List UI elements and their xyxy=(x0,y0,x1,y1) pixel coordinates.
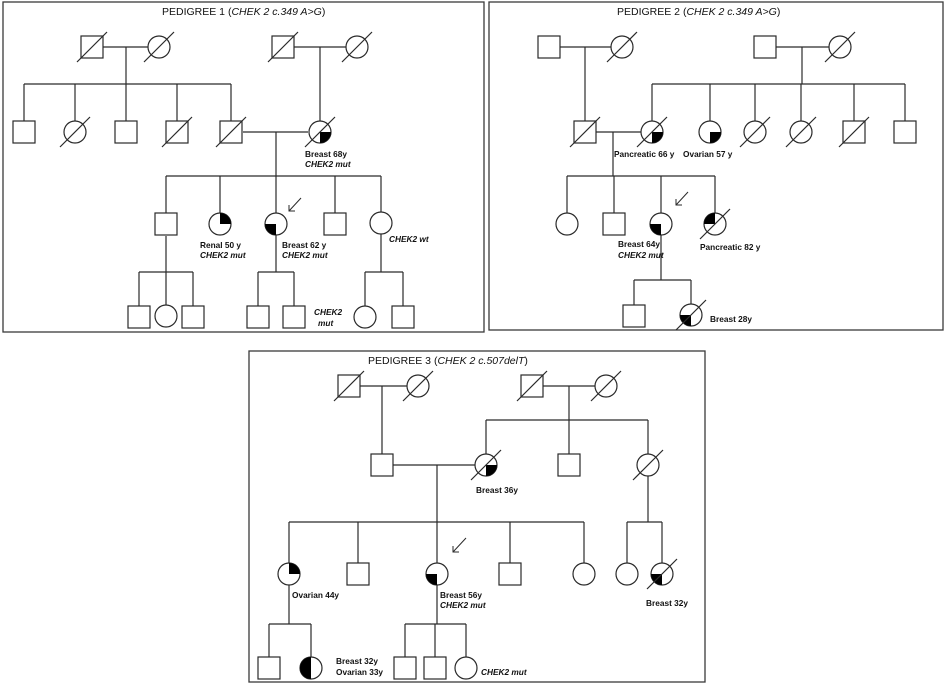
pedigree-1-title: PEDIGREE 1 (CHEK 2 c.349 A>G) xyxy=(162,6,325,18)
pedigree-1-lines xyxy=(23,46,404,306)
p3-cousin-phenotype: Breast 32y xyxy=(646,598,688,608)
p3-sister-affected xyxy=(277,562,301,586)
p2-grandfather-maternal xyxy=(753,35,777,59)
p1-niece-1 xyxy=(154,304,178,328)
p1-mother-affected xyxy=(304,116,336,148)
p1-sister-status: CHEK2 mut xyxy=(200,250,247,260)
p1-proband-arrow xyxy=(288,197,302,212)
p1-brother-1 xyxy=(154,212,178,236)
p2-aunt-affected xyxy=(698,120,722,144)
p1-proband-affected xyxy=(264,212,288,236)
p3-nephew xyxy=(257,656,281,680)
p2-proband-affected xyxy=(649,212,673,236)
p3-cousin-1 xyxy=(615,562,639,586)
p2-mother-phenotype: Pancreatic 66 y xyxy=(614,149,675,159)
p3-sister-2 xyxy=(572,562,596,586)
p3-mother-phenotype: Breast 36y xyxy=(476,485,518,495)
pedigree-3-panel: PEDIGREE 3 (CHEK 2 c.507delT) xyxy=(248,350,706,683)
p2-uncle-2 xyxy=(893,120,917,144)
p3-niece-affected xyxy=(299,656,323,680)
pedigree-2-panel: PEDIGREE 2 (CHEK 2 c.349 A>G) xyxy=(488,1,944,331)
p1-son-1 xyxy=(246,305,270,329)
p2-grandfather-paternal xyxy=(537,35,561,59)
p3-proband-arrow xyxy=(452,537,467,553)
p3-brother-2 xyxy=(498,562,522,586)
p1-mother-phenotype: Breast 68y xyxy=(305,149,347,159)
p1-proband-status: CHEK2 mut xyxy=(282,250,329,260)
pedigree-2-frame xyxy=(488,1,944,331)
p3-niece-phenotype-line2: Ovarian 33y xyxy=(336,667,383,677)
pedigree-2-title: PEDIGREE 2 (CHEK 2 c.349 A>G) xyxy=(617,6,780,18)
p3-proband-affected xyxy=(425,562,449,586)
pedigree-2-lines xyxy=(559,46,906,305)
p2-sister-phenotype: Pancreatic 82 y xyxy=(700,242,761,252)
p3-uncle xyxy=(557,453,581,477)
p2-brother-1 xyxy=(602,212,626,236)
p3-grandchild-status: CHEK2 mut xyxy=(481,667,528,677)
p2-aunt-phenotype: Ovarian 57 y xyxy=(683,149,733,159)
p1-mother-status: CHEK2 mut xyxy=(305,159,352,169)
p3-grandson-2 xyxy=(423,656,447,680)
p1-youngest-sister xyxy=(369,211,393,235)
p1-sister-affected xyxy=(208,212,232,236)
p1-uncle-1 xyxy=(12,120,36,144)
p1-uncle-2 xyxy=(114,120,138,144)
p3-niece-phenotype-line1: Breast 32y xyxy=(336,656,378,666)
p1-child-status-line2: mut xyxy=(318,318,334,328)
p1-proband-phenotype: Breast 62 y xyxy=(282,240,327,250)
p1-nephew-2 xyxy=(181,305,205,329)
p3-proband-phenotype: Breast 56y xyxy=(440,590,482,600)
p1-niece-2 xyxy=(353,305,377,329)
p2-proband-arrow xyxy=(675,191,689,206)
p3-sister-phenotype: Ovarian 44y xyxy=(292,590,339,600)
p3-grandson-1 xyxy=(393,656,417,680)
p2-sister-1 xyxy=(555,212,579,236)
p1-brother-2 xyxy=(323,212,347,236)
p3-cousin-affected xyxy=(646,558,678,590)
pedigree-1-panel: PEDIGREE 1 (CHEK 2 c.349 A>G) xyxy=(2,1,485,333)
p1-sister-phenotype: Renal 50 y xyxy=(200,240,241,250)
p2-daughter-phenotype: Breast 28y xyxy=(710,314,752,324)
pedigree-1-frame xyxy=(2,1,485,333)
p2-mother-affected xyxy=(636,116,668,148)
p3-mother-affected xyxy=(470,449,502,481)
p2-proband-status: CHEK2 mut xyxy=(618,250,665,260)
pedigree-3-frame xyxy=(248,350,706,683)
p1-nephew-1 xyxy=(127,305,151,329)
p3-brother-1 xyxy=(346,562,370,586)
pedigree-3-title: PEDIGREE 3 (CHEK 2 c.507delT) xyxy=(368,355,528,367)
p2-son xyxy=(622,304,646,328)
p2-daughter-affected xyxy=(675,299,707,331)
pedigree-3-lines xyxy=(268,385,663,657)
p3-father xyxy=(370,453,394,477)
p2-sister-affected xyxy=(699,208,731,240)
p1-child-status-line1: CHEK2 xyxy=(314,307,343,317)
p2-proband-phenotype: Breast 64y xyxy=(618,239,660,249)
p1-nephew-3 xyxy=(391,305,415,329)
p3-granddaughter xyxy=(454,656,478,680)
p1-youngest-status: CHEK2 wt xyxy=(389,234,430,244)
p1-son-2 xyxy=(282,305,306,329)
p3-proband-status: CHEK2 mut xyxy=(440,600,487,610)
